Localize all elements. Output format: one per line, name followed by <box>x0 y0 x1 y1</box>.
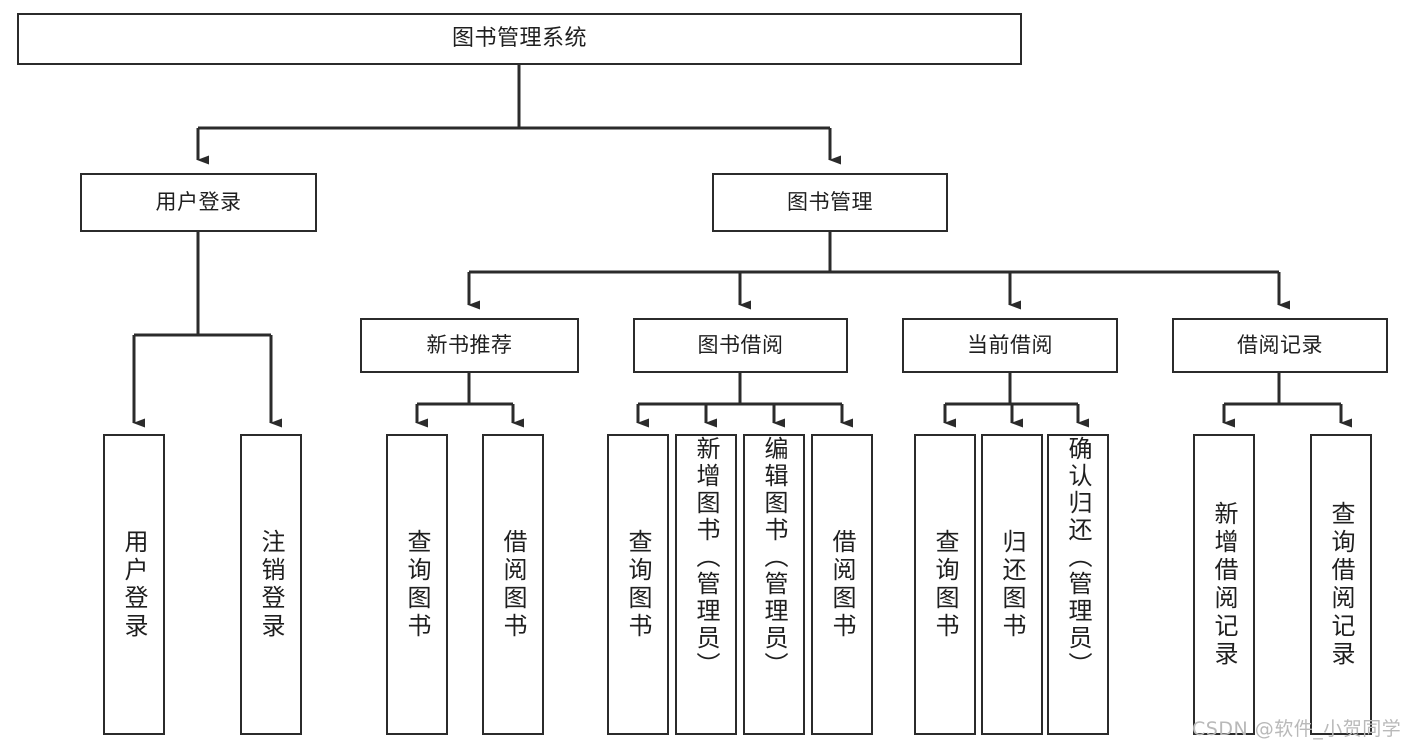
leaf-borrow-record-add-record[interactable]: 新增借阅记录 <box>1193 434 1255 735</box>
leaf-book-borrow-add-book-admin[interactable]: 新增图书（管理员） <box>675 434 737 735</box>
node-current-borrow[interactable]: 当前借阅 <box>902 318 1118 373</box>
leaf-book-borrow-borrow-book[interactable]: 借阅图书 <box>811 434 873 735</box>
node-label: 查询图书 <box>624 528 652 641</box>
leaf-current-borrow-confirm-return-admin[interactable]: 确认归还（管理员） <box>1047 434 1109 735</box>
leaf-current-borrow-query-book[interactable]: 查询图书 <box>914 434 976 735</box>
node-label: 新增借阅记录 <box>1210 500 1238 669</box>
node-label: 借阅记录 <box>1237 333 1323 358</box>
leaf-borrow-record-query-record[interactable]: 查询借阅记录 <box>1310 434 1372 735</box>
node-label: 新增图书（管理员） <box>692 436 720 679</box>
node-label: 用户登录 <box>155 190 242 215</box>
node-user-login[interactable]: 用户登录 <box>80 173 317 232</box>
node-borrow-record[interactable]: 借阅记录 <box>1172 318 1388 373</box>
node-label: 确认归还（管理员） <box>1064 436 1092 679</box>
node-book-management[interactable]: 图书管理 <box>712 173 948 232</box>
csdn-watermark: CSDN @软件_小贺同学 <box>1192 718 1402 740</box>
node-label: 图书借阅 <box>697 333 784 358</box>
leaf-book-borrow-query-book[interactable]: 查询图书 <box>607 434 669 735</box>
leaf-new-book-query-book[interactable]: 查询图书 <box>386 434 448 735</box>
node-label: 借阅图书 <box>828 528 856 641</box>
leaf-new-book-borrow-book[interactable]: 借阅图书 <box>482 434 544 735</box>
node-label: 当前借阅 <box>967 333 1053 358</box>
node-label: 图书管理系统 <box>451 26 587 52</box>
node-label: 图书管理 <box>787 190 873 215</box>
leaf-user-login-login[interactable]: 用户登录 <box>103 434 165 735</box>
leaf-current-borrow-return-book[interactable]: 归还图书 <box>981 434 1043 735</box>
node-new-book-recommend[interactable]: 新书推荐 <box>360 318 579 373</box>
node-label: 查询图书 <box>403 528 431 641</box>
node-label: 借阅图书 <box>499 528 527 641</box>
node-label: 查询借阅记录 <box>1327 500 1355 669</box>
leaf-book-borrow-edit-book-admin[interactable]: 编辑图书（管理员） <box>743 434 805 735</box>
leaf-user-login-logout[interactable]: 注销登录 <box>240 434 302 735</box>
node-root-book-management-system[interactable]: 图书管理系统 <box>17 13 1022 65</box>
node-label: 用户登录 <box>120 528 148 641</box>
node-label: 编辑图书（管理员） <box>760 436 788 679</box>
node-label: 归还图书 <box>998 528 1026 641</box>
node-label: 查询图书 <box>931 528 959 641</box>
node-book-borrow[interactable]: 图书借阅 <box>633 318 848 373</box>
node-label: 新书推荐 <box>426 333 513 358</box>
node-label: 注销登录 <box>257 528 285 641</box>
